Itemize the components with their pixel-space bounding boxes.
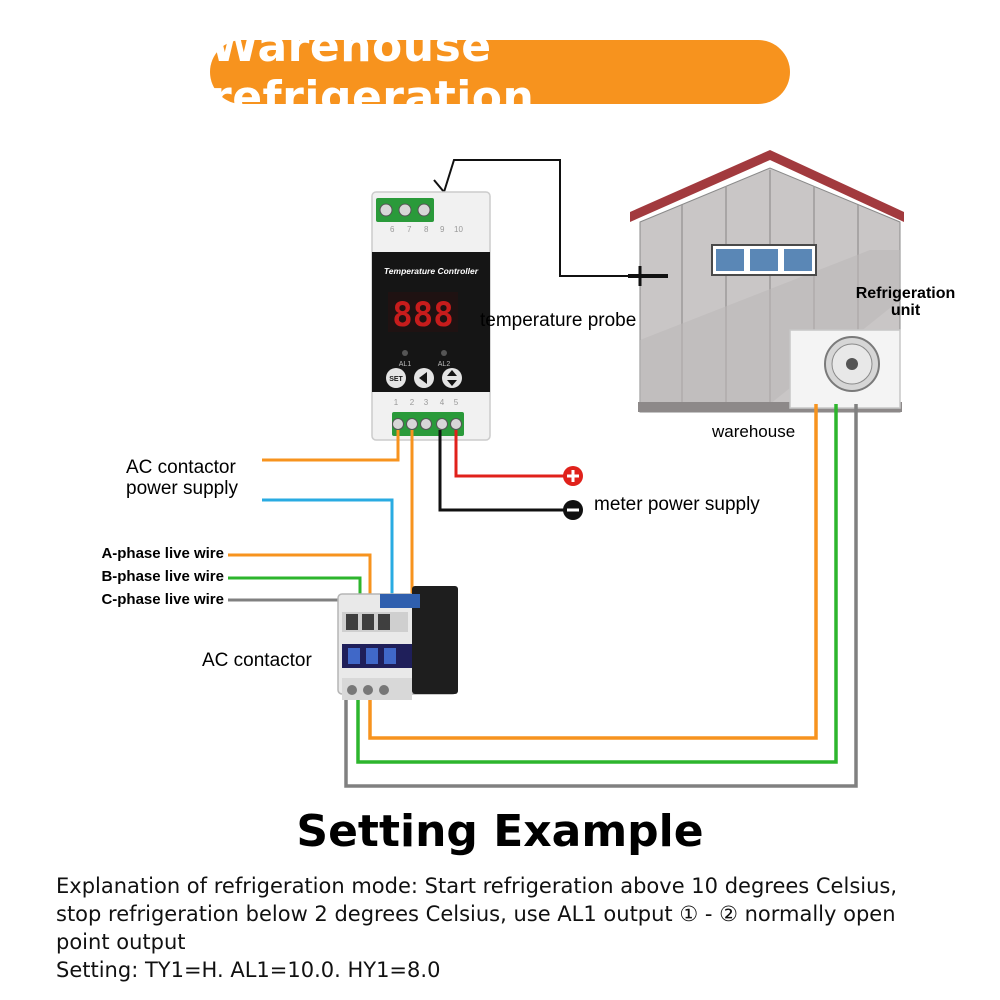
top-terminal-6: 6	[390, 225, 395, 234]
top-terminal-9: 9	[440, 225, 445, 234]
refrigeration-unit-label: Refrigeration unit	[848, 285, 963, 319]
top-terminal-7: 7	[407, 225, 412, 234]
setting-example-title: Setting Example	[296, 806, 704, 857]
temperature-probe-icon	[628, 266, 668, 286]
warehouse-label: warehouse	[712, 422, 796, 441]
set-button-label: SET	[389, 376, 403, 383]
controller-display: 888	[392, 295, 453, 335]
bottom-terminal-5: 5	[454, 398, 459, 407]
ac-power-blue-wire	[262, 498, 394, 600]
ac-contactor-power-label: AC contactor power supply	[126, 457, 238, 499]
meter-positive-wire	[454, 430, 568, 478]
a-phase-label: A-phase live wire	[101, 545, 224, 562]
output-orange-wire	[368, 404, 818, 740]
bottom-terminal-4: 4	[440, 398, 445, 407]
page-title: Warehouse refrigeration	[210, 21, 535, 123]
setting-description-line1: Explanation of refrigeration mode: Start…	[56, 874, 898, 898]
setting-values-line: Setting: TY1=H. AL1=10.0. HY1=8.0	[56, 958, 441, 982]
b-phase-label: B-phase live wire	[101, 568, 224, 585]
bottom-terminal-3: 3	[424, 398, 429, 407]
output-green-wire	[356, 404, 838, 764]
meter-negative-wire	[438, 430, 568, 512]
refrigeration-unit-label-line2: unit	[890, 302, 921, 319]
ac-contactor-power-label-line1: AC contactor	[126, 457, 236, 478]
ac-contactor-power-label-line2: power supply	[126, 478, 238, 499]
setting-description-line3: point output	[56, 930, 186, 954]
ac-contactor	[337, 586, 458, 700]
warehouse-building	[630, 150, 904, 413]
a-phase-wire	[228, 553, 372, 600]
controller-name: Temperature Controller	[384, 266, 479, 276]
title-banner: Warehouse refrigeration	[210, 21, 790, 123]
bottom-terminal-1: 1	[394, 398, 399, 407]
negative-terminal-icon	[563, 500, 583, 520]
probe-cable	[443, 159, 628, 277]
al1-indicator-label: AL1	[399, 361, 412, 368]
ac-power-orange-wire	[262, 430, 400, 462]
bottom-terminal-2: 2	[410, 398, 415, 407]
temperature-probe-label: temperature probe	[480, 310, 637, 331]
meter-power-supply-label: meter power supply	[594, 494, 760, 515]
al2-indicator-label: AL2	[438, 361, 451, 368]
temperature-controller	[371, 191, 491, 441]
ac-contactor-label: AC contactor	[202, 650, 312, 671]
refrigeration-unit-label-line1: Refrigeration	[855, 285, 956, 302]
top-terminal-10: 10	[454, 225, 463, 234]
positive-terminal-icon	[563, 466, 583, 486]
setting-description: Explanation of refrigeration mode: Start…	[56, 872, 976, 984]
setting-description-line2: stop refrigeration below 2 degrees Celsi…	[56, 902, 896, 926]
b-phase-wire	[228, 576, 362, 600]
refrigeration-unit	[789, 329, 901, 409]
output-gray-wire	[344, 404, 858, 788]
c-phase-label: C-phase live wire	[101, 591, 224, 608]
top-terminal-8: 8	[424, 225, 429, 234]
